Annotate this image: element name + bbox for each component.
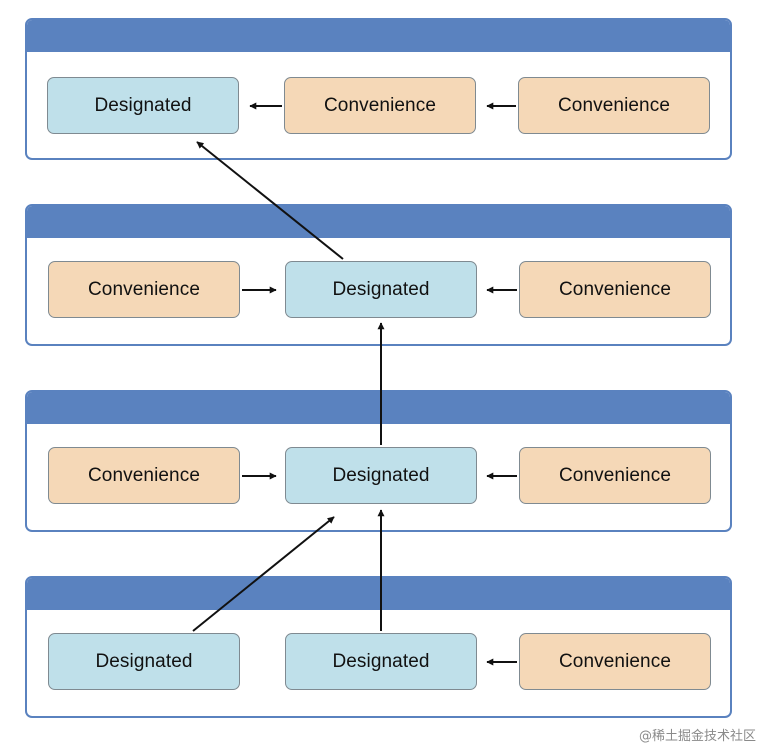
convenience-initializer-node: Convenience [519,633,711,690]
convenience-initializer-node: Convenience [48,261,240,318]
designated-initializer-node: Designated [285,261,477,318]
convenience-initializer-node: Convenience [284,77,476,134]
designated-initializer-node: Designated [285,447,477,504]
designated-initializer-node: Designated [47,77,239,134]
convenience-initializer-node: Convenience [48,447,240,504]
class-panel-header [27,20,730,52]
class-panel-header [27,206,730,238]
designated-initializer-node: Designated [48,633,240,690]
designated-initializer-node: Designated [285,633,477,690]
watermark-text: @稀土掘金技术社区 [638,729,756,744]
convenience-initializer-node: Convenience [518,77,710,134]
convenience-initializer-node: Convenience [519,261,711,318]
class-panel-header [27,578,730,610]
convenience-initializer-node: Convenience [519,447,711,504]
class-panel-header [27,392,730,424]
